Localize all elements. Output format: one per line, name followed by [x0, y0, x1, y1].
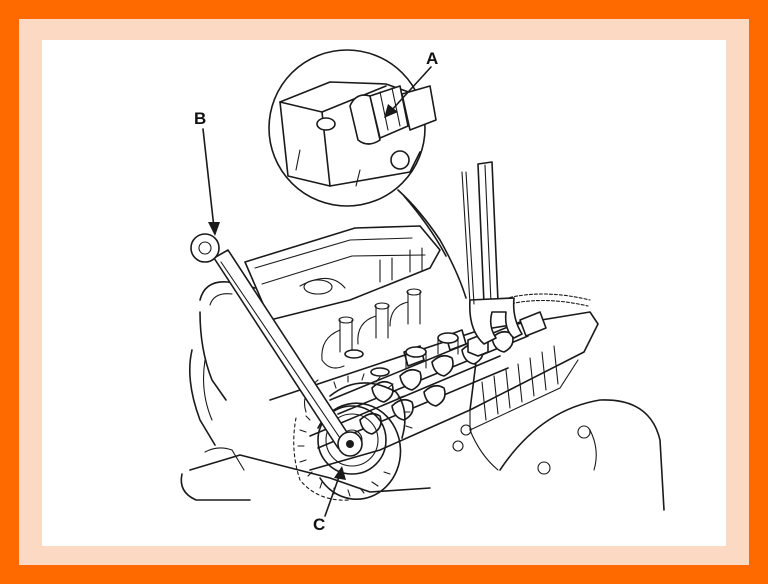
drawing-panel	[42, 40, 726, 546]
callout-label-b: B	[194, 109, 207, 128]
open-end-wrench-a	[461, 161, 523, 345]
cylinder-head	[180, 225, 665, 511]
box-end-wrench-b	[190, 233, 363, 457]
callout-label-c: C	[313, 515, 326, 534]
callout-leaders	[202, 66, 432, 517]
detail-magnifier	[268, 49, 467, 299]
engine-camshaft-illustration	[180, 49, 665, 517]
callout-label-a: A	[426, 49, 439, 68]
